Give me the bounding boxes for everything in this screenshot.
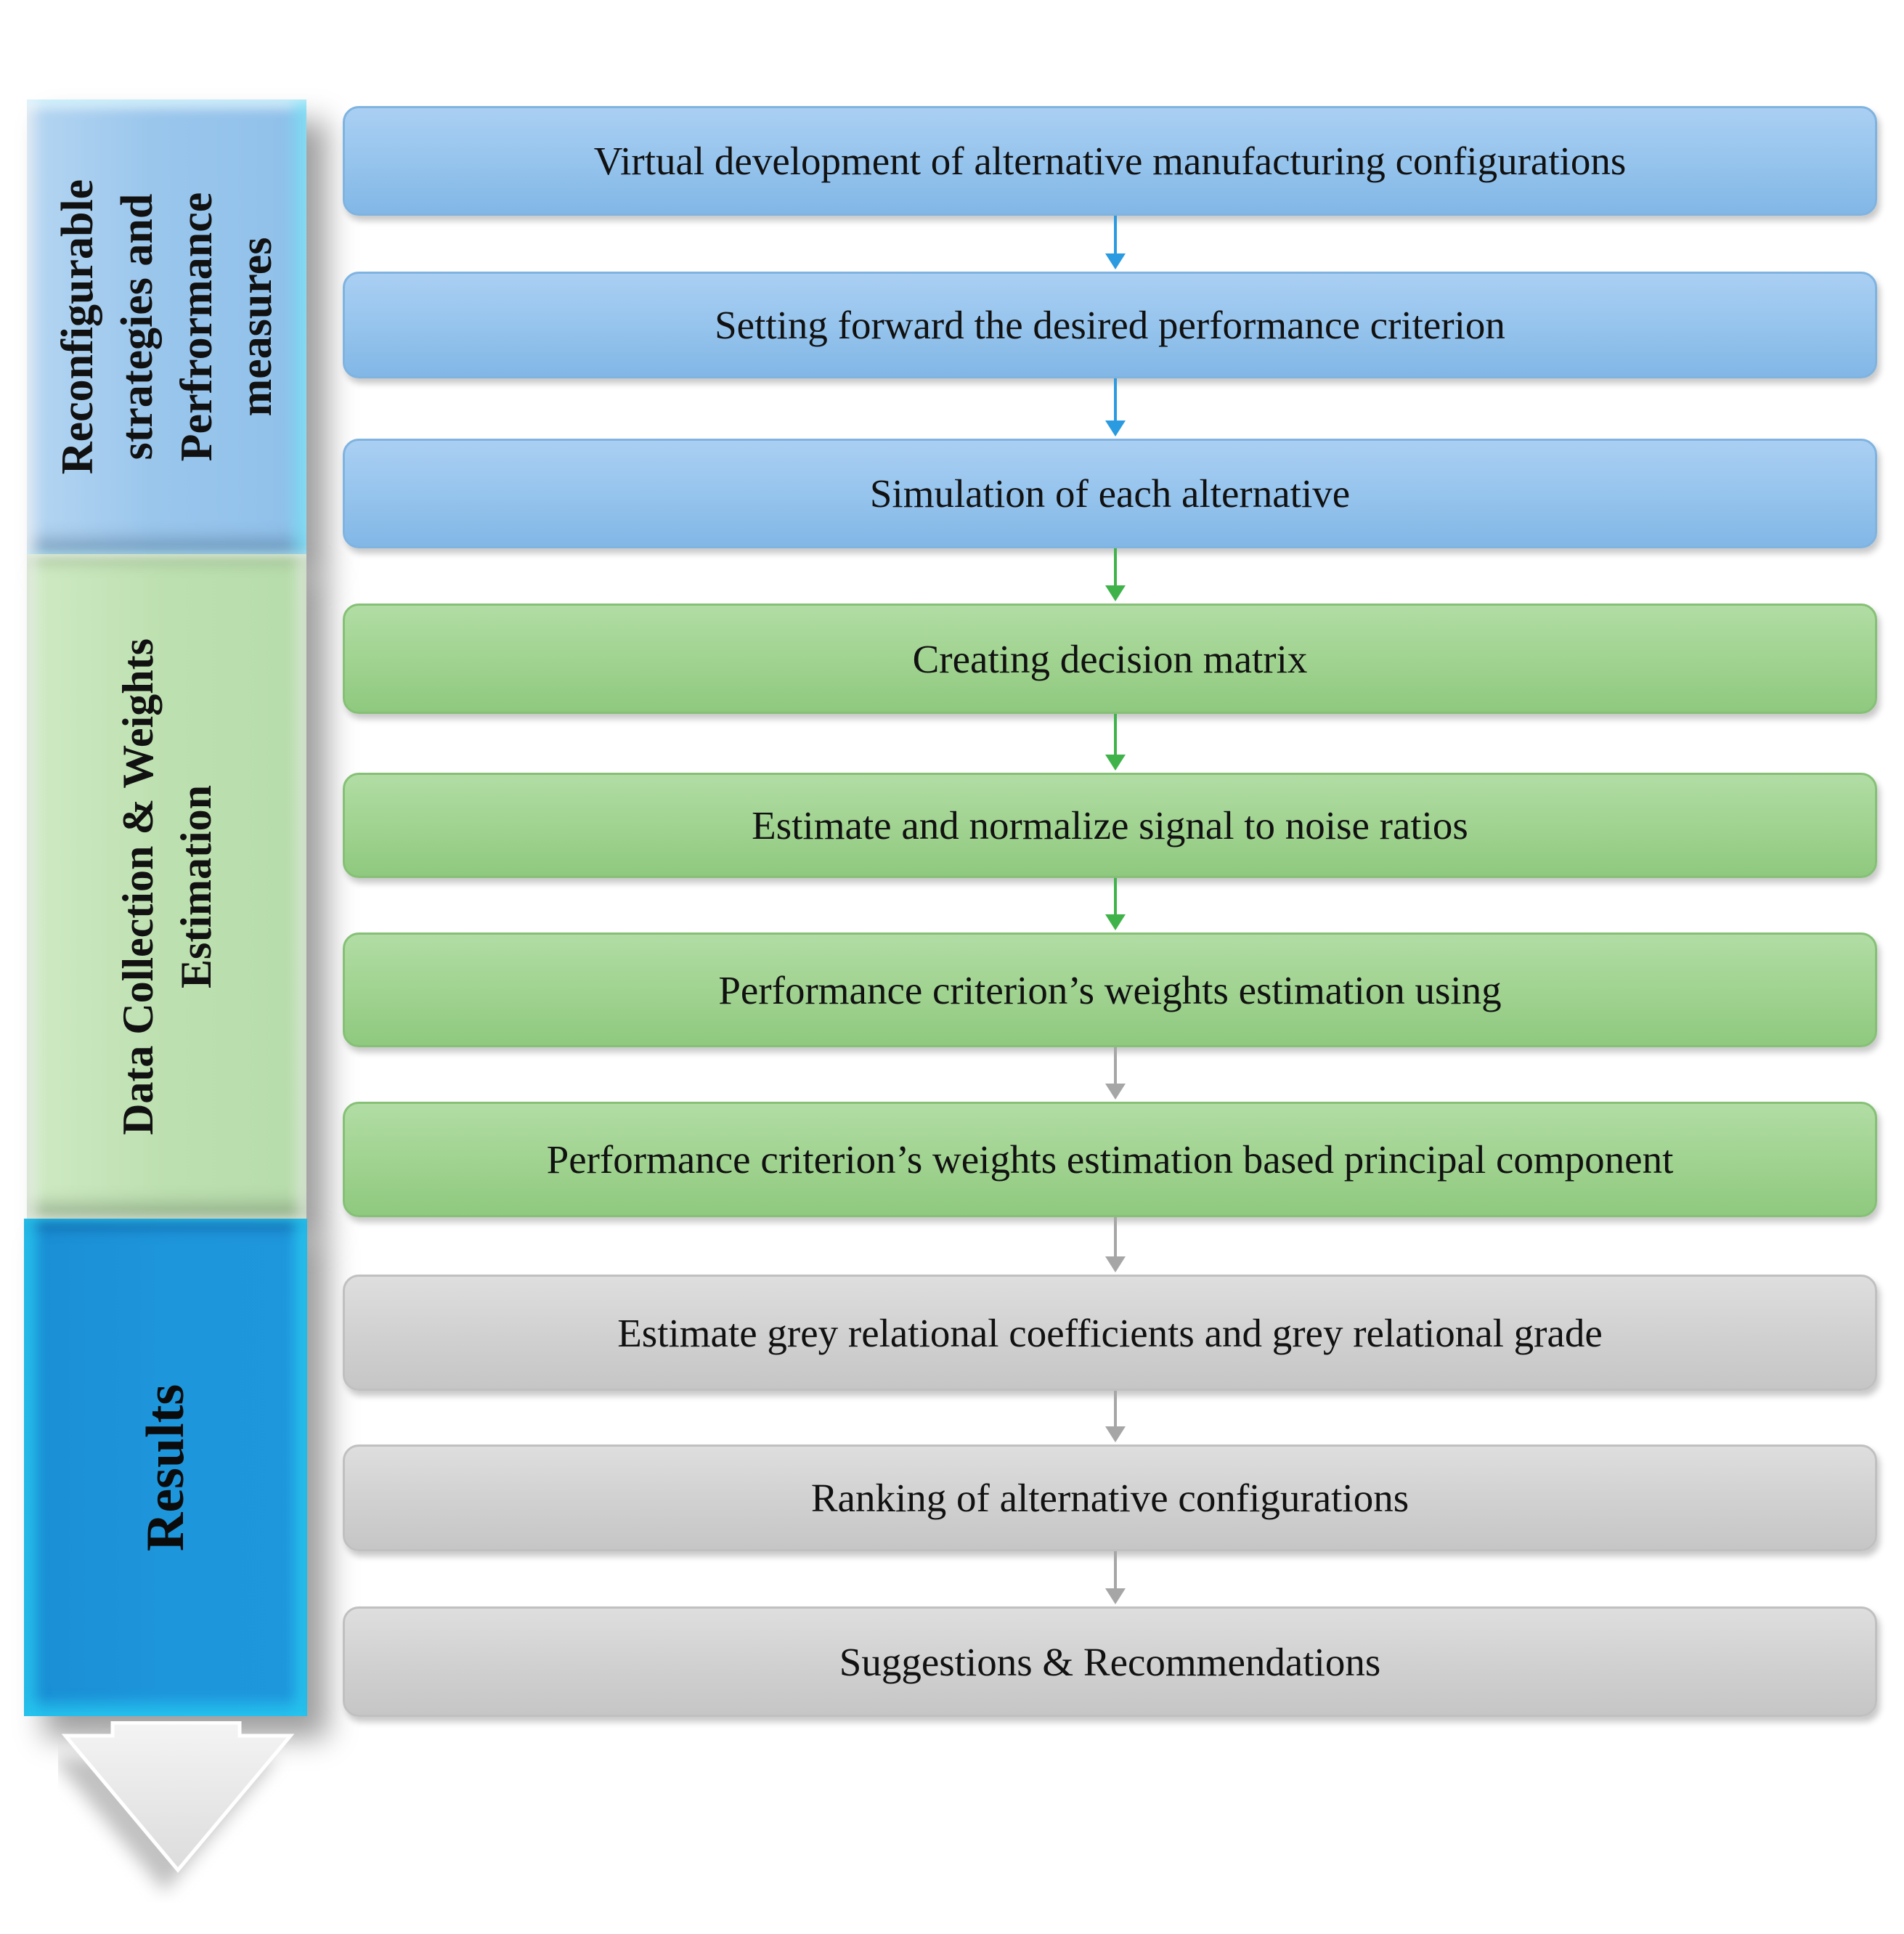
phase-reconfigurable-strategies: Reconfigurable strategies and Perfrorman…: [27, 99, 306, 554]
flow-arrow-icon: [1105, 1047, 1126, 1100]
phase-label-line: strategies and: [112, 193, 162, 460]
flow-arrow-icon: [1105, 378, 1126, 436]
step-signal-to-noise: Estimate and normalize signal to noise r…: [343, 773, 1877, 878]
step-ranking: Ranking of alternative configurations: [343, 1445, 1877, 1551]
phase-results: Results: [24, 1219, 307, 1716]
phase-label-line: Reconfigurable: [52, 179, 102, 475]
flow-arrow-icon: [1105, 216, 1126, 269]
flow-arrow-icon: [1105, 1217, 1126, 1272]
phase-label-line: Data Collection & Weights: [113, 638, 162, 1135]
step-decision-matrix: Creating decision matrix: [343, 604, 1877, 714]
phase-label-line: Estimation: [171, 784, 220, 988]
phase-label: Data Collection & Weights Estimation: [109, 638, 225, 1135]
flow-arrow-icon: [1105, 548, 1126, 601]
step-virtual-development: Virtual development of alternative manuf…: [343, 106, 1877, 216]
flow-arrow-icon: [1105, 878, 1126, 930]
flow-arrow-icon: [1105, 1551, 1126, 1604]
phase-label-line: Perfrormance: [171, 192, 221, 462]
phase-label-line: Results: [136, 1384, 195, 1551]
flow-arrow-icon: [1105, 1391, 1126, 1442]
phase-label-line: measures: [231, 237, 281, 417]
step-principal-component-weights: Performance criterion’s weights estimati…: [343, 1102, 1877, 1217]
phase-label: Reconfigurable strategies and Perfrorman…: [48, 179, 286, 474]
phase-data-collection: Data Collection & Weights Estimation: [27, 554, 306, 1219]
down-arrow-icon: [58, 1721, 295, 1892]
step-grey-relational: Estimate grey relational coefficients an…: [343, 1275, 1877, 1391]
flow-arrow-icon: [1105, 714, 1126, 771]
step-performance-criterion: Setting forward the desired performance …: [343, 272, 1877, 378]
step-suggestions: Suggestions & Recommendations: [343, 1606, 1877, 1717]
step-simulation: Simulation of each alternative: [343, 439, 1877, 548]
phase-label: Results: [133, 1384, 198, 1551]
step-weights-estimation: Performance criterion’s weights estimati…: [343, 933, 1877, 1047]
